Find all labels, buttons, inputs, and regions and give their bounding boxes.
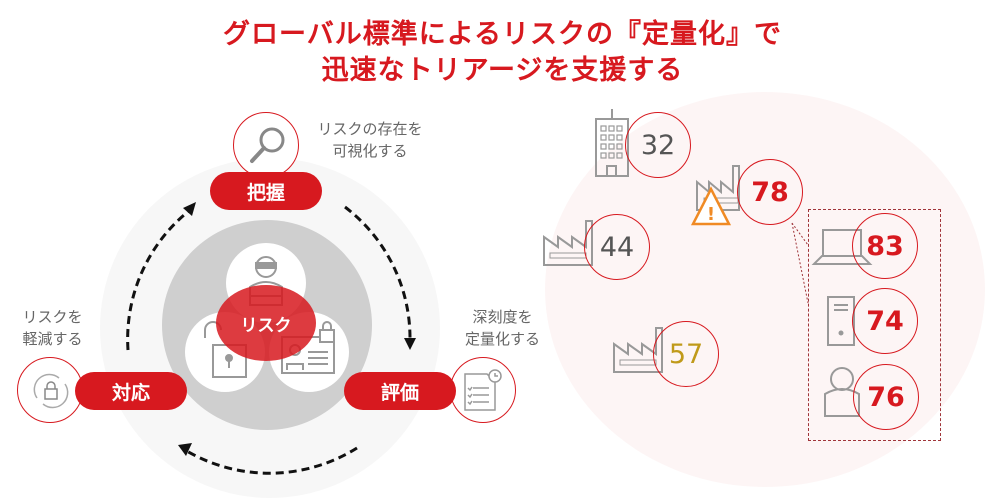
score-factory-a: 44 bbox=[584, 214, 650, 280]
warning-icon: ! bbox=[690, 186, 732, 226]
lock-refresh-icon bbox=[17, 357, 83, 423]
grasp-note-2: 可視化する bbox=[332, 142, 408, 160]
respond-note-1: リスクを bbox=[22, 308, 83, 326]
score-user: 76 bbox=[853, 364, 919, 430]
office-building-icon bbox=[595, 109, 629, 177]
step-evaluate-pill: 評価 bbox=[344, 372, 456, 410]
cycle-arrow-top-left bbox=[126, 208, 191, 351]
step-respond-pill: 対応 bbox=[75, 372, 187, 410]
cycle-icons bbox=[126, 202, 416, 475]
arrow-head-3 bbox=[178, 443, 192, 456]
evaluate-note: 深刻度を定量化する bbox=[440, 306, 565, 350]
checklist-icon bbox=[450, 357, 516, 423]
score-office: 32 bbox=[625, 112, 691, 178]
magnifier-icon bbox=[233, 112, 299, 178]
evaluate-note-1: 深刻度を bbox=[472, 308, 533, 326]
score-server: 74 bbox=[852, 288, 918, 354]
asset-icons: ! bbox=[543, 109, 873, 417]
title-line-1: グローバル標準によるリスクの『定量化』で bbox=[223, 19, 782, 50]
cycle-arrow-right bbox=[344, 205, 412, 341]
asset-detail-box bbox=[808, 209, 941, 441]
risk-center-label: リスク bbox=[216, 285, 316, 361]
grasp-note-1: リスクの存在を bbox=[317, 120, 423, 138]
score-factory-b: 57 bbox=[653, 321, 719, 387]
server-icon bbox=[827, 296, 855, 346]
evaluate-note-2: 定量化する bbox=[464, 330, 540, 348]
arrow-head-2 bbox=[404, 338, 416, 350]
respond-note: リスクを軽減する bbox=[5, 306, 100, 350]
respond-note-2: 軽減する bbox=[22, 330, 83, 348]
callout-line bbox=[791, 222, 809, 304]
score-factory-alert: 78 bbox=[737, 159, 803, 225]
step-grasp-pill: 把握 bbox=[210, 172, 322, 210]
grasp-note: リスクの存在を可視化する bbox=[300, 118, 440, 162]
cycle-arrow-bottom bbox=[184, 446, 358, 475]
title-line-2: 迅速なトリアージを支援する bbox=[321, 55, 684, 86]
svg-text:!: ! bbox=[707, 204, 715, 225]
arrow-head-1 bbox=[183, 202, 196, 216]
score-laptop: 83 bbox=[852, 213, 918, 279]
